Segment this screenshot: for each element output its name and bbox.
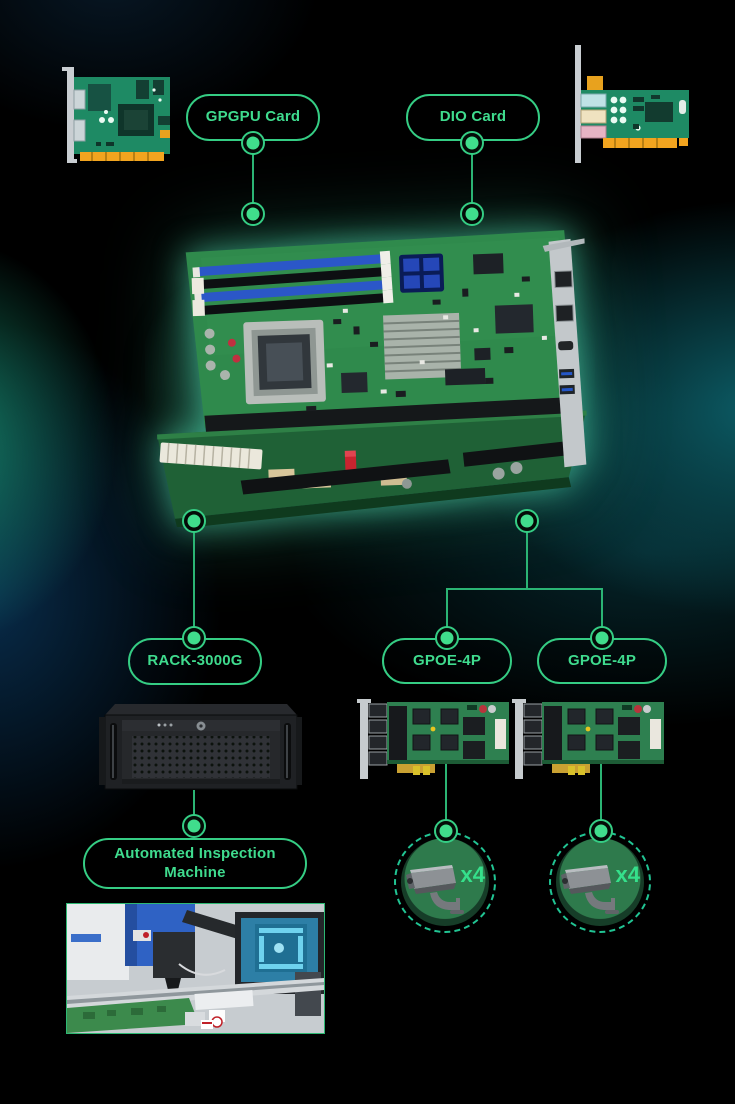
dio-card-label-text: DIO Card <box>439 108 507 126</box>
camera-group-left: x4 <box>394 831 496 933</box>
cctv-camera-icon <box>406 865 464 914</box>
rack-3000g-label[interactable]: RACK-3000G <box>128 638 262 685</box>
connector-dot-dio-bottom <box>460 202 484 226</box>
connector-line-gpoe-stem <box>526 521 528 590</box>
connector-dot-dio-top <box>460 131 484 155</box>
connector-dot-gpoe-top <box>515 509 539 533</box>
inspection-machine-photo <box>66 903 325 1034</box>
connector-line-dio <box>471 142 473 214</box>
connector-dot-inspection <box>182 814 206 838</box>
rack-3000g-label-text: RACK-3000G <box>147 652 243 670</box>
gpoe-4p-left-label-text: GPOE-4P <box>412 651 482 669</box>
connector-line-gpoe-branch <box>446 588 603 590</box>
connector-dot-rack-pill <box>182 626 206 650</box>
connector-dot-camera-left <box>434 819 458 843</box>
connector-dot-gpoe-left-pill <box>435 626 459 650</box>
connector-dot-gpoe-right-pill <box>590 626 614 650</box>
gpoe-card-left-image <box>357 699 509 779</box>
inspection-machine-label[interactable]: Automated Inspection Machine <box>83 838 307 889</box>
connector-dot-camera-right <box>589 819 613 843</box>
connector-line-gpgpu <box>252 142 254 214</box>
connector-line-gpoe-left <box>446 588 448 638</box>
camera-count-left: x4 <box>460 862 485 887</box>
cctv-camera-icon <box>561 865 619 914</box>
gpoe-card-right-image <box>512 699 664 779</box>
connector-dot-gpgpu-bottom <box>241 202 265 226</box>
connector-line-gpoe-right <box>601 588 603 638</box>
camera-group-right: x4 <box>549 831 651 933</box>
gpoe-4p-right-label-text: GPOE-4P <box>567 651 637 669</box>
connector-dot-gpgpu-top <box>241 131 265 155</box>
connector-line-camera-left <box>445 764 447 826</box>
gpoe-4p-right-label[interactable]: GPOE-4P <box>537 638 667 684</box>
gpgpu-card-label-text: GPGPU Card <box>205 108 301 126</box>
connector-line-rack <box>193 521 195 638</box>
inspection-machine-label-text: Automated Inspection Machine <box>114 844 276 881</box>
gpgpu-card-icon <box>62 67 170 163</box>
connector-line-camera-right <box>600 764 602 826</box>
connector-line-inspection <box>193 790 195 828</box>
camera-count-right: x4 <box>615 862 640 887</box>
rack-chassis-image <box>99 704 302 790</box>
dio-card-icon <box>575 45 689 163</box>
gpgpu-card-label[interactable]: GPGPU Card <box>186 94 320 141</box>
motherboard-image <box>135 222 605 529</box>
connector-dot-rack-top <box>182 509 206 533</box>
